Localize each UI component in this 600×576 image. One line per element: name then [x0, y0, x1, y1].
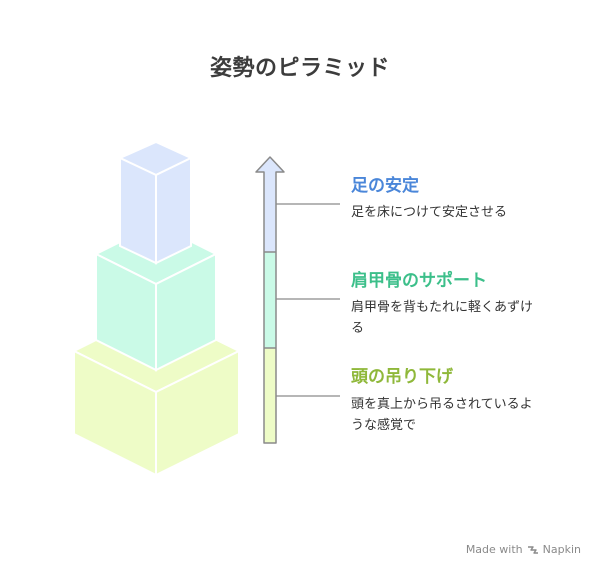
middle-block-right-face — [155, 252, 217, 372]
arrow-segment-bottom — [264, 348, 276, 443]
bottom-block-right-face — [155, 349, 240, 477]
arrow-outline — [255, 156, 285, 444]
arrow-segment-middle — [264, 252, 276, 348]
watermark-text: Made with — [465, 543, 523, 556]
level-label-foot: 足の安定 — [351, 176, 419, 196]
level-label-shoulder: 肩甲骨のサポート — [351, 271, 487, 291]
watermark: Made with Napkin — [466, 543, 581, 556]
napkin-logo-icon — [527, 545, 538, 554]
level-desc-shoulder: 肩甲骨を背もたれに軽くあずける — [351, 300, 534, 336]
top-block-right-face — [155, 156, 192, 265]
arrow-segment-top — [264, 172, 276, 252]
page-title: 姿勢のピラミッド — [209, 56, 390, 81]
top-block-left-face — [119, 156, 157, 265]
level-label-head: 頭の吊り下げ — [351, 367, 453, 387]
arrow-head — [256, 157, 284, 172]
top-block — [117, 140, 194, 265]
level-desc-head: 頭を真上から吊るされているような感覚で — [351, 397, 533, 433]
watermark-brand: Napkin — [542, 543, 581, 556]
up-arrow — [255, 156, 285, 444]
level-desc-foot: 足を床につけて安定させる — [351, 205, 508, 220]
